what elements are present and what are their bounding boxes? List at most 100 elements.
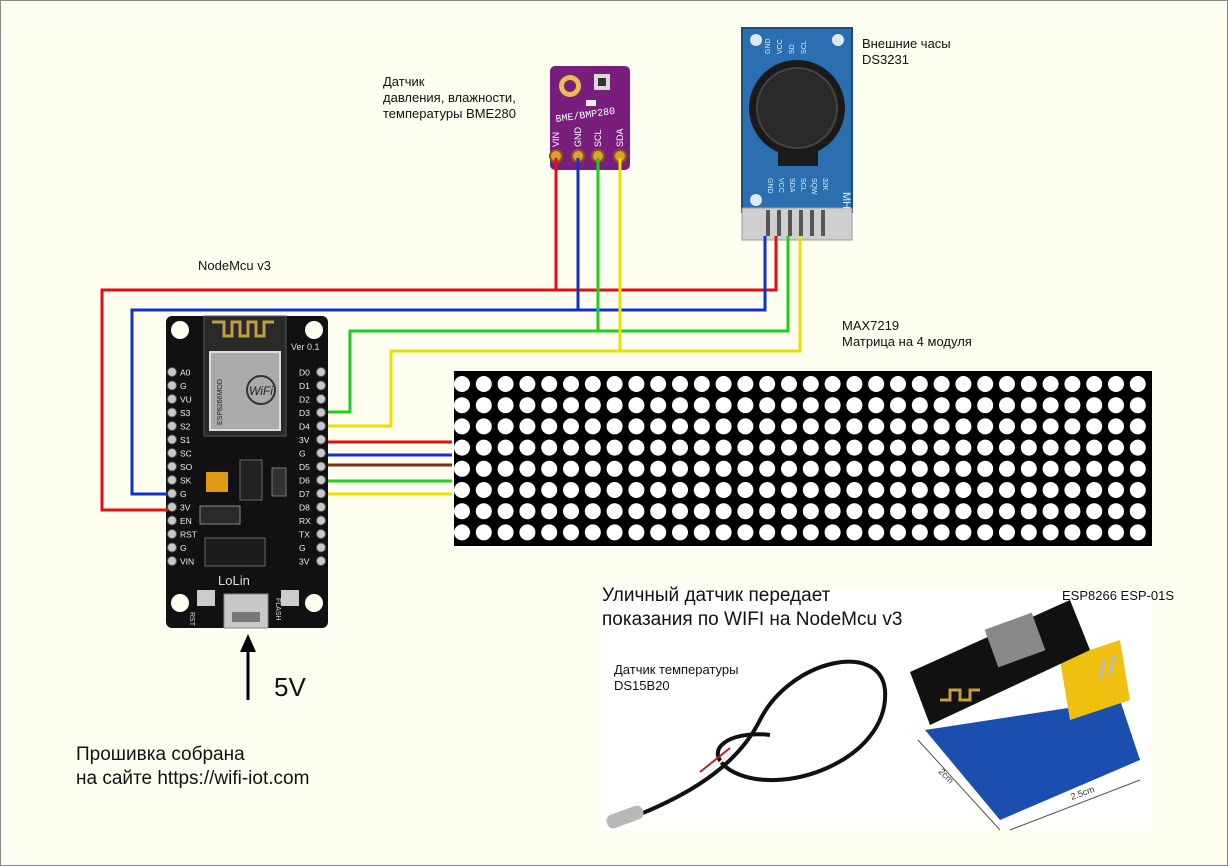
bme280-label: Датчик давления, влажности, температуры … bbox=[383, 74, 516, 121]
right-pin-label: TX bbox=[299, 530, 310, 540]
matrix-led bbox=[890, 397, 906, 414]
matrix-led bbox=[541, 418, 558, 435]
matrix-led bbox=[1108, 460, 1124, 477]
matrix-led bbox=[693, 460, 710, 477]
rtc-label: Внешние часы DS3231 bbox=[862, 36, 951, 67]
matrix-led bbox=[737, 397, 754, 414]
matrix-led bbox=[584, 460, 601, 477]
matrix-led bbox=[737, 418, 754, 435]
rtc-bottom-pin-label: 32K bbox=[821, 178, 828, 191]
pin-hole bbox=[167, 394, 177, 404]
led-matrix bbox=[454, 371, 1152, 546]
nodemcu-label: NodeMcu v3 bbox=[198, 258, 271, 273]
matrix-led bbox=[672, 482, 688, 498]
matrix-led bbox=[955, 397, 972, 414]
right-pin-label: D3 bbox=[299, 408, 310, 418]
matrix-led bbox=[672, 503, 688, 520]
matrix-led bbox=[628, 524, 645, 541]
matrix-led bbox=[999, 418, 1015, 435]
matrix-led bbox=[977, 376, 994, 392]
matrix-led bbox=[759, 503, 776, 520]
pin-hole bbox=[316, 461, 326, 472]
matrix-led bbox=[715, 503, 732, 520]
matrix-led bbox=[584, 503, 601, 520]
matrix-led bbox=[868, 503, 885, 520]
matrix-led bbox=[541, 482, 558, 498]
right-pin-label: RX bbox=[299, 516, 311, 526]
matrix-led bbox=[1108, 482, 1124, 498]
left-pin-label: A0 bbox=[180, 368, 191, 378]
matrix-led bbox=[977, 524, 994, 541]
left-pin-label: G bbox=[180, 381, 187, 391]
matrix-led bbox=[802, 482, 819, 498]
rtc-bottom-pin-label: SCL bbox=[799, 178, 806, 192]
matrix-led bbox=[999, 482, 1015, 498]
matrix-led bbox=[911, 524, 928, 541]
rtc-bottom-pin-label: SQW bbox=[810, 178, 817, 195]
matrix-led bbox=[563, 418, 579, 435]
left-pin-label: S1 bbox=[180, 435, 191, 445]
matrix-led bbox=[890, 524, 906, 541]
left-pin-label: 3V bbox=[180, 503, 191, 513]
matrix-led bbox=[519, 460, 536, 477]
pin-hole bbox=[316, 380, 326, 391]
matrix-led bbox=[737, 482, 754, 498]
rtc-header-pin bbox=[777, 210, 781, 236]
left-pin-label: SO bbox=[180, 462, 193, 472]
matrix-led bbox=[1042, 439, 1059, 456]
matrix-led bbox=[737, 460, 754, 477]
matrix-led bbox=[1042, 376, 1059, 392]
matrix-led bbox=[1108, 376, 1124, 392]
matrix-led bbox=[846, 524, 863, 541]
matrix-led bbox=[584, 439, 601, 456]
matrix-led bbox=[715, 482, 732, 498]
matrix-led bbox=[672, 439, 688, 456]
matrix-led bbox=[999, 439, 1015, 456]
rtc-top-pin-label: GND bbox=[765, 38, 772, 54]
pin-hole bbox=[316, 394, 326, 404]
matrix-led bbox=[1086, 397, 1103, 414]
matrix-led bbox=[890, 439, 906, 456]
matrix-led bbox=[584, 397, 601, 414]
pin-hole bbox=[167, 542, 177, 553]
pin-hole bbox=[167, 502, 177, 512]
rtc-top-pin-label: SD bbox=[789, 44, 796, 54]
pin-hole bbox=[167, 515, 177, 526]
matrix-led bbox=[454, 418, 470, 435]
matrix-led bbox=[977, 439, 994, 456]
matrix-led bbox=[955, 503, 972, 520]
matrix-led bbox=[650, 524, 667, 541]
bme-pin-label: SCL bbox=[593, 129, 603, 147]
pin-hole bbox=[167, 529, 177, 539]
matrix-led bbox=[454, 482, 470, 498]
matrix-led bbox=[890, 503, 906, 520]
matrix-led bbox=[693, 418, 710, 435]
matrix-led bbox=[1129, 482, 1146, 498]
matrix-led bbox=[1086, 524, 1103, 541]
matrix-led bbox=[846, 418, 863, 435]
matrix-led bbox=[628, 418, 645, 435]
matrix-led bbox=[911, 397, 928, 414]
matrix-led bbox=[933, 397, 950, 414]
matrix-led bbox=[1108, 439, 1124, 456]
pin-hole bbox=[316, 407, 326, 418]
board-brand: LoLin bbox=[218, 573, 250, 588]
matrix-led bbox=[541, 460, 558, 477]
matrix-led bbox=[781, 503, 797, 520]
rtc-bottom-pin-label: SDA bbox=[788, 178, 795, 193]
module-model-text: ESP8266MOD bbox=[217, 379, 224, 425]
matrix-led bbox=[933, 376, 950, 392]
bme-pin-label: SDA bbox=[615, 128, 625, 147]
matrix-led bbox=[1064, 376, 1081, 392]
rtc-header-pin bbox=[821, 210, 825, 236]
pin-hole bbox=[316, 475, 326, 485]
matrix-led bbox=[628, 376, 645, 392]
matrix-led bbox=[628, 439, 645, 456]
wire-vcc-bme bbox=[100, 158, 558, 512]
matrix-led bbox=[584, 524, 601, 541]
matrix-led bbox=[933, 439, 950, 456]
pin-hole bbox=[316, 488, 326, 499]
matrix-led bbox=[563, 439, 579, 456]
matrix-led bbox=[955, 482, 972, 498]
